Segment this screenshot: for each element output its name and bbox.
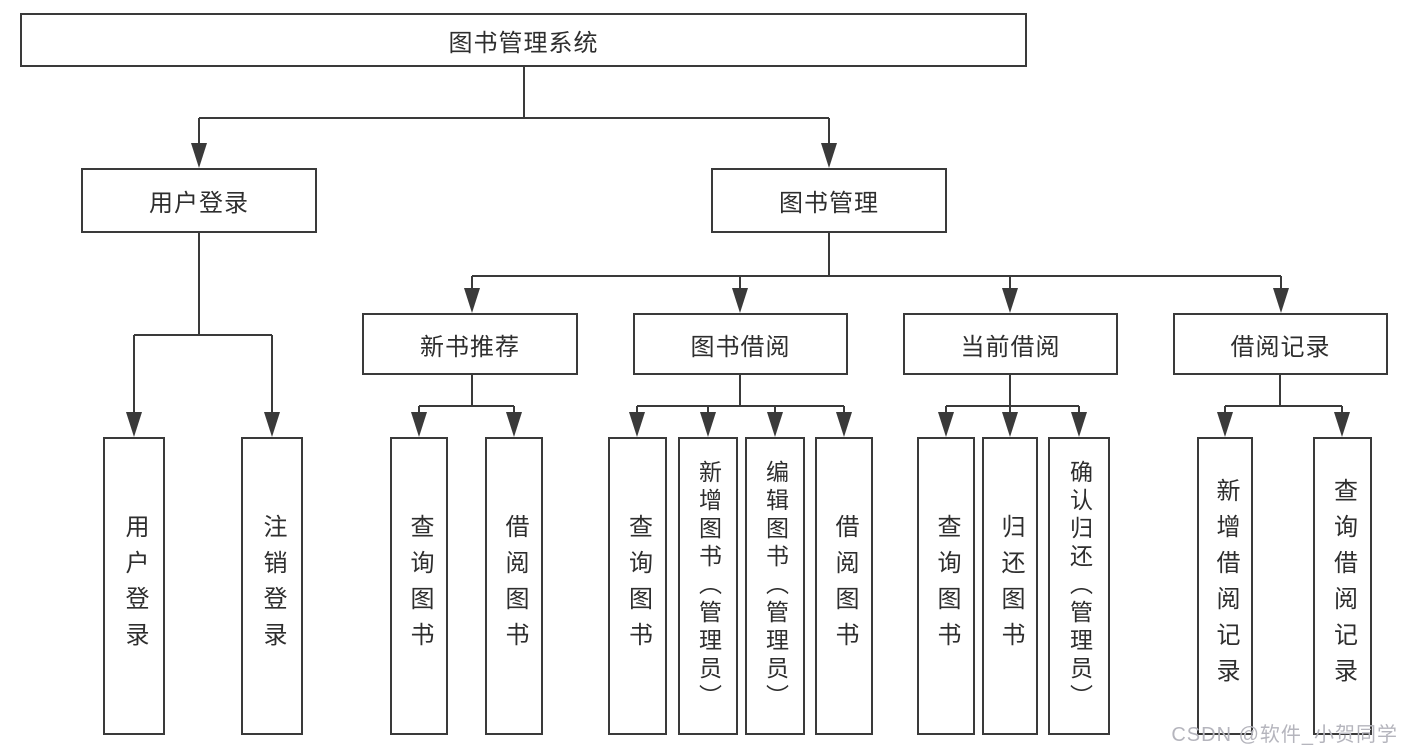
node-current-borrow: 当前借阅 (903, 313, 1118, 375)
node-leaf-user-login: 用户登录 (103, 437, 165, 735)
node-leaf-query-borrow-record: 查询借阅记录 (1313, 437, 1372, 735)
node-label: 新书推荐 (420, 333, 520, 361)
node-leaf-edit-books-admin: 编辑图书（管理员） (745, 437, 805, 735)
node-leaf-borrow-books-2: 借阅图书 (815, 437, 873, 735)
node-leaf-query-books-1: 查询图书 (390, 437, 448, 735)
node-label: 查询图书 (406, 514, 433, 658)
arrowhead-icon (264, 412, 280, 437)
node-label: 注销登录 (259, 514, 286, 658)
node-book-borrow: 图书借阅 (633, 313, 848, 375)
node-leaf-borrow-books-1: 借阅图书 (485, 437, 543, 735)
node-label: 新增图书（管理员） (695, 460, 722, 712)
node-label: 借阅图书 (831, 514, 858, 658)
connector-root-to-level2 (198, 67, 830, 143)
arrowhead-icon (506, 412, 522, 437)
watermark: CSDN @软件_小贺同学 (1171, 724, 1398, 746)
node-user-login: 用户登录 (81, 168, 317, 233)
node-leaf-query-books-3: 查询图书 (917, 437, 975, 735)
node-label: 图书管理系统 (448, 29, 599, 57)
arrowhead-icon (1334, 412, 1350, 437)
node-label: 编辑图书（管理员） (762, 460, 789, 712)
node-leaf-return-books: 归还图书 (982, 437, 1038, 735)
arrowhead-icon (411, 412, 427, 437)
arrowhead-icon (1273, 288, 1289, 313)
arrowhead-icon (938, 412, 954, 437)
node-leaf-add-borrow-record: 新增借阅记录 (1197, 437, 1253, 735)
connector-newbookrec-to-leaves (418, 375, 515, 412)
node-borrow-records: 借阅记录 (1173, 313, 1388, 375)
arrowhead-icon (464, 288, 480, 313)
arrowhead-icon (629, 412, 645, 437)
node-leaf-confirm-return-admin: 确认归还（管理员） (1048, 437, 1110, 735)
node-label: 图书借阅 (690, 333, 791, 361)
node-label: 用户登录 (121, 514, 148, 658)
arrowhead-icon (821, 143, 837, 168)
arrowhead-icon (1217, 412, 1233, 437)
node-label: 查询借阅记录 (1329, 478, 1357, 694)
node-root: 图书管理系统 (20, 13, 1027, 67)
arrowhead-icon (836, 412, 852, 437)
node-label: 借阅记录 (1230, 333, 1331, 361)
node-label: 当前借阅 (960, 333, 1061, 361)
node-label: 图书管理 (779, 190, 879, 217)
node-new-book-recommend: 新书推荐 (362, 313, 578, 375)
arrowhead-icon (700, 412, 716, 437)
node-label: 查询图书 (933, 514, 960, 658)
node-label: 确认归还（管理员） (1066, 460, 1093, 712)
node-leaf-add-books-admin: 新增图书（管理员） (678, 437, 738, 735)
connector-borrowrecords-to-leaves (1224, 375, 1343, 412)
node-label: 借阅图书 (501, 514, 528, 658)
arrowhead-icon (732, 288, 748, 313)
node-label: 新增借阅记录 (1212, 478, 1239, 694)
node-leaf-logout-login: 注销登录 (241, 437, 303, 735)
node-label: 查询图书 (624, 514, 652, 658)
connector-bookborrow-to-leaves (636, 375, 845, 412)
arrowhead-icon (767, 412, 783, 437)
node-leaf-query-books-2: 查询图书 (608, 437, 667, 735)
connector-userlogin-to-leaves (133, 233, 273, 412)
arrowhead-icon (1071, 412, 1087, 437)
connector-bookmgmt-to-level3 (471, 233, 1282, 288)
arrowhead-icon (1002, 412, 1018, 437)
node-label: 归还图书 (997, 514, 1024, 658)
arrowhead-icon (191, 143, 207, 168)
arrowhead-icon (1002, 288, 1018, 313)
connector-currentborrow-to-leaves (945, 375, 1080, 412)
node-book-management: 图书管理 (711, 168, 947, 233)
node-label: 用户登录 (149, 190, 249, 217)
arrowhead-icon (126, 412, 142, 437)
